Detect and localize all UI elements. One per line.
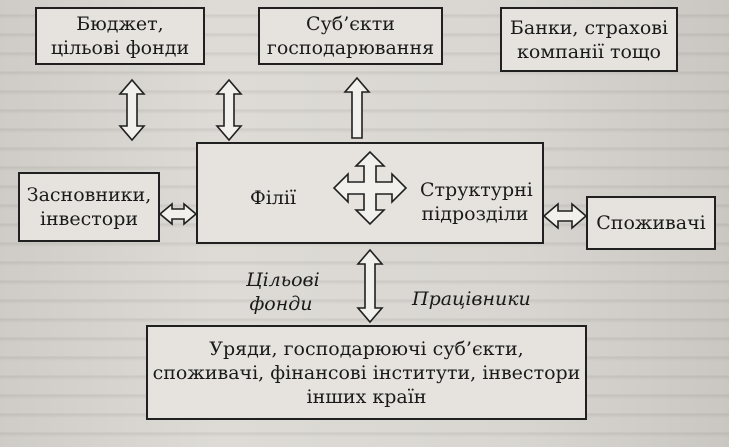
node-budget-line1: Бюджет, (76, 13, 164, 35)
arrow-entities-central (215, 78, 243, 142)
arrow-banks-central (343, 76, 371, 139)
node-banks: Банки, страхові компанії тощо (500, 7, 678, 72)
node-founders-line2: інвестори (39, 208, 139, 230)
node-consumers: Споживачі (586, 196, 716, 250)
node-entities-line1: Суб’єкти (306, 13, 395, 35)
node-entities: Суб’єкти господарювання (258, 7, 443, 65)
node-structural-line2: підрозділи (421, 203, 529, 225)
node-budget-line2: цільові фонди (50, 37, 190, 59)
node-targeted-funds-line1: Цільові (246, 269, 320, 291)
node-founders-line1: Засновники, (26, 184, 152, 206)
node-structural-line1: Структурні (420, 179, 533, 201)
node-branches: Філії (250, 187, 297, 209)
node-entities-line2: господарювання (266, 37, 435, 59)
node-budget: Бюджет, цільові фонди (35, 7, 205, 65)
arrow-central-governments (356, 248, 384, 324)
node-workers: Працівники (412, 288, 531, 310)
node-consumers-label: Споживачі (596, 212, 706, 234)
node-structural: Структурні підрозділи (420, 178, 533, 226)
node-governments-line2: споживачі, фінансові інститути, інвестор… (152, 361, 581, 384)
arrow-founders-central (158, 202, 198, 226)
node-banks-line2: компанії тощо (517, 40, 661, 63)
node-founders: Засновники, інвестори (18, 172, 160, 242)
arrow-cross-center (332, 150, 408, 226)
arrow-budget-central (118, 78, 146, 142)
node-banks-line1: Банки, страхові (509, 16, 669, 39)
node-targeted-funds-line2: фонди (249, 293, 313, 315)
node-governments-line1: Уряди, господарюючі суб’єкти, (209, 337, 524, 360)
arrow-central-consumers (542, 202, 588, 230)
node-governments-line3: інших країн (306, 385, 427, 408)
node-governments: Уряди, господарюючі суб’єкти, споживачі,… (146, 325, 587, 420)
node-targeted-funds: Цільові фонди (246, 268, 320, 316)
